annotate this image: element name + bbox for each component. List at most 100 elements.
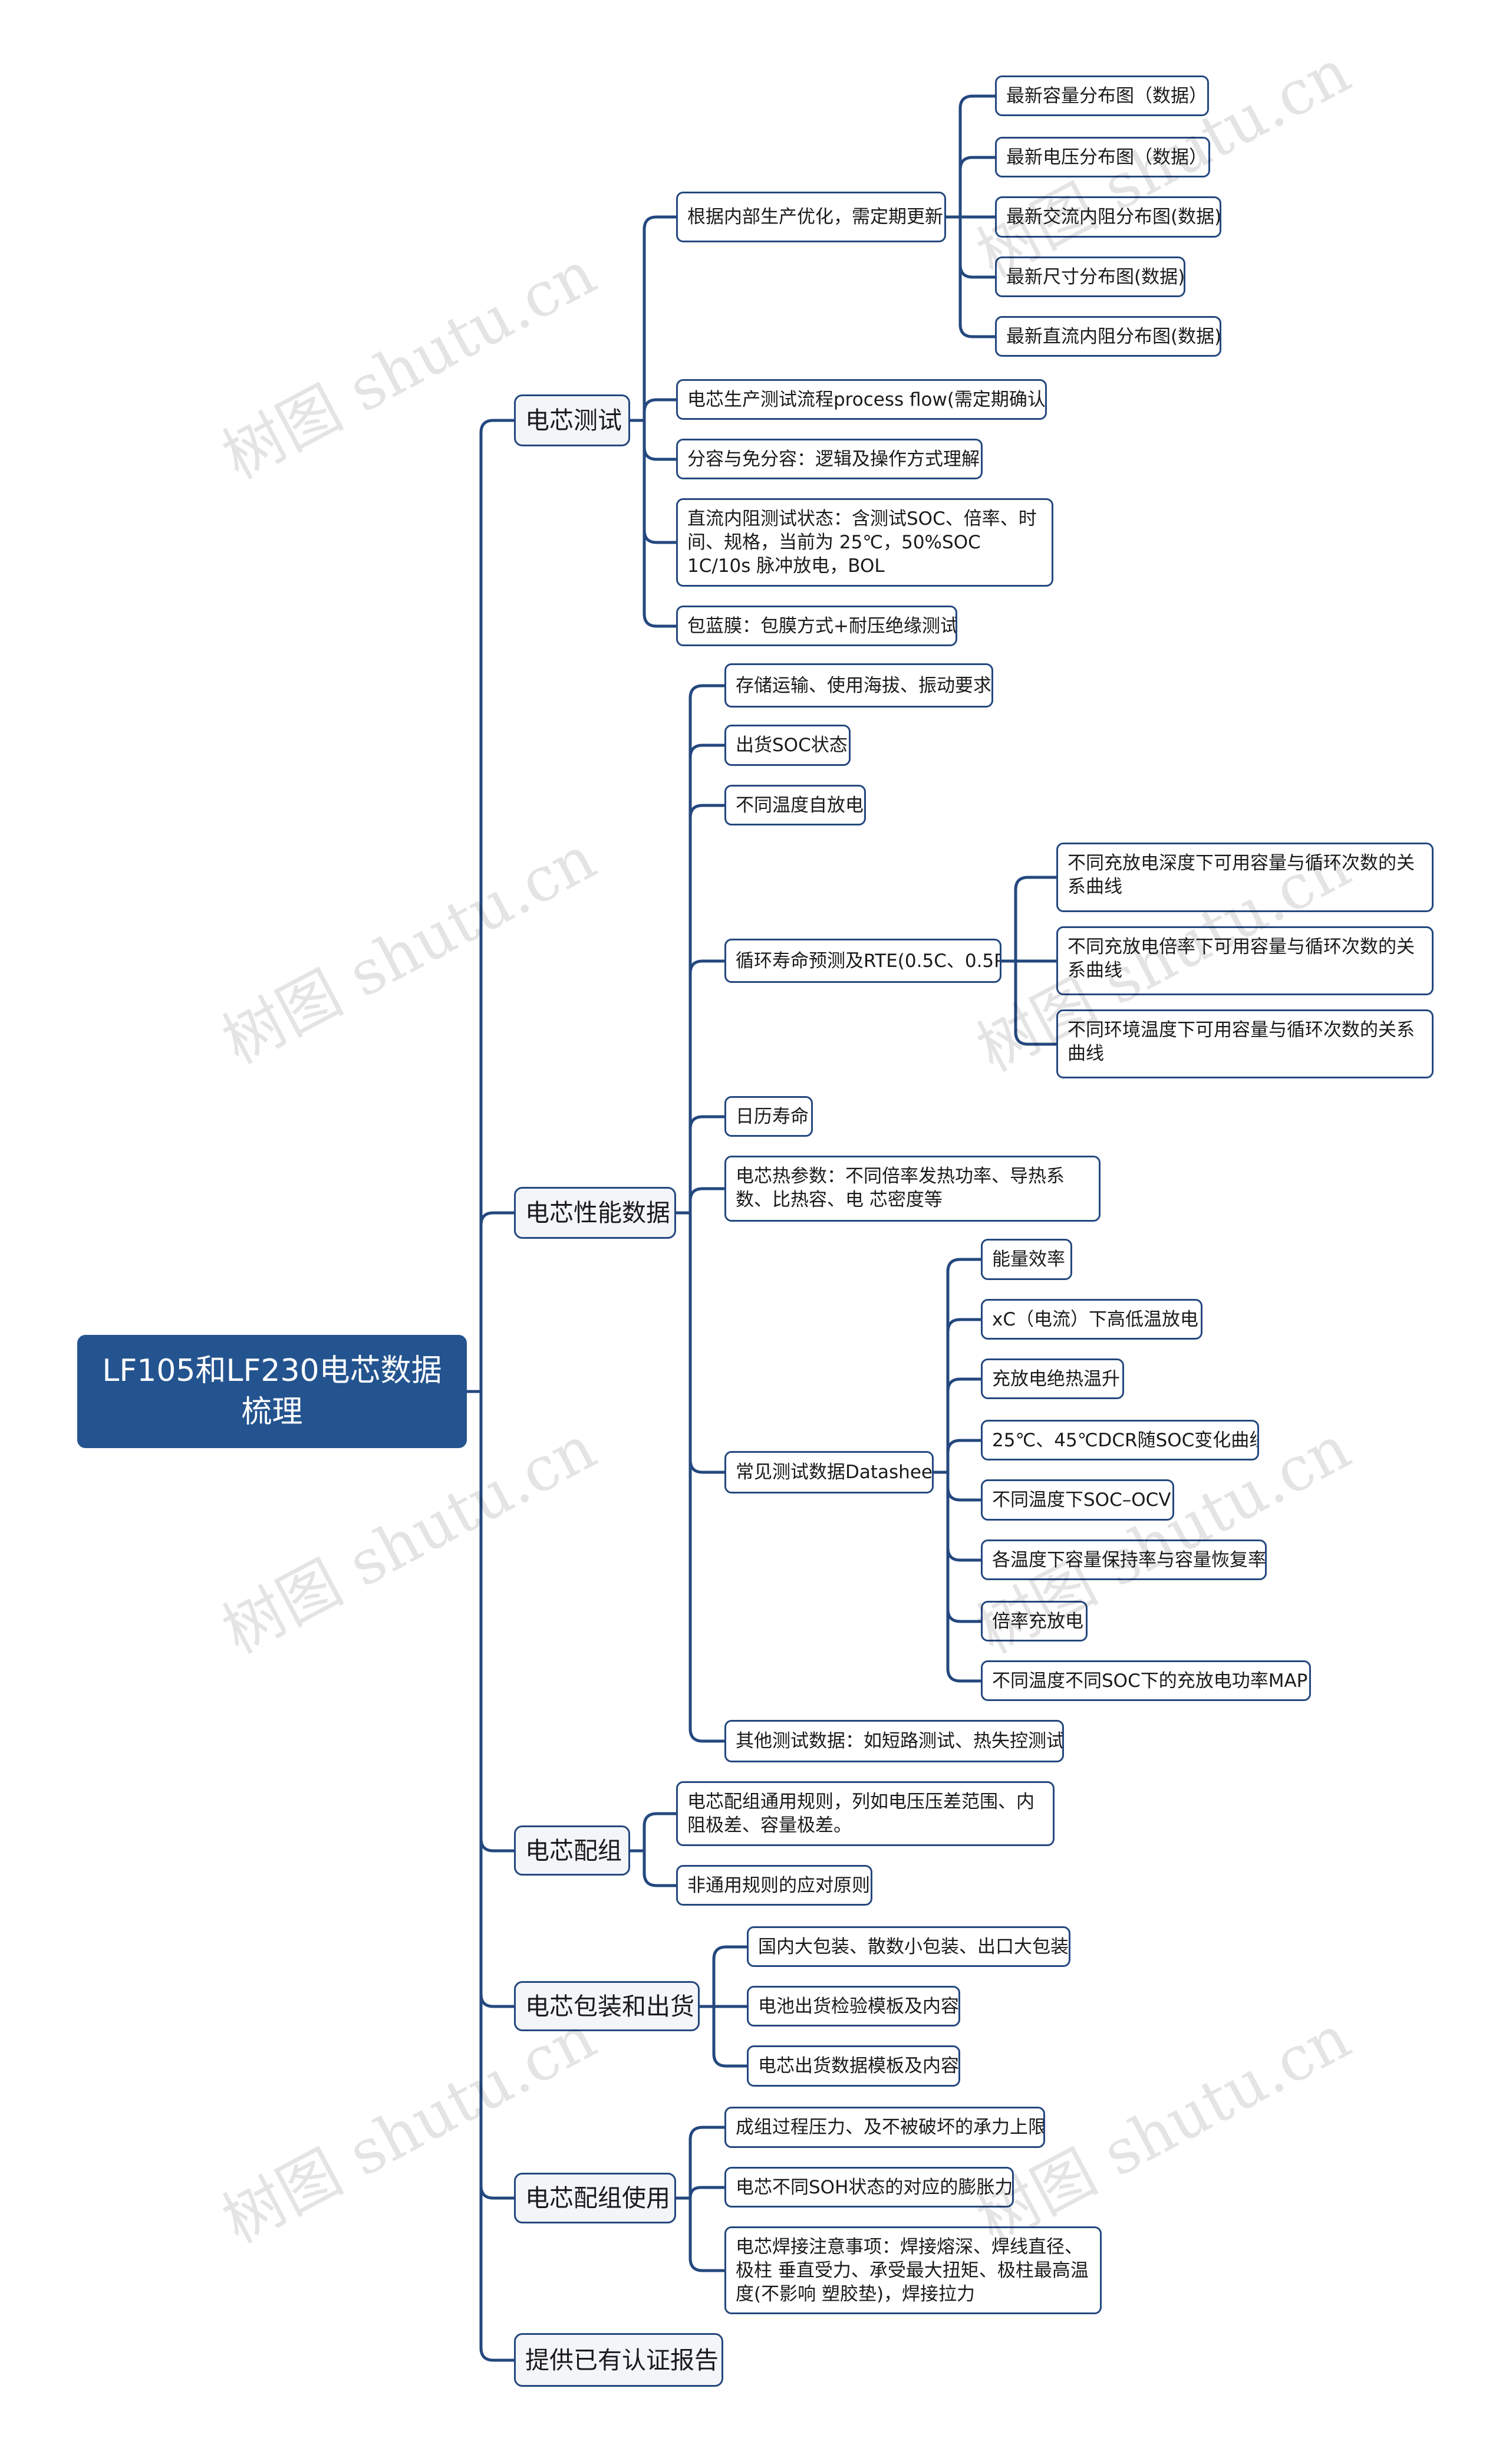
topic-node[interactable]: 电芯热参数：不同倍率发热功率、导热系数、比热容、电 芯密度等 bbox=[724, 1156, 1101, 1222]
topic-node[interactable]: 不同温度自放电 bbox=[724, 785, 866, 825]
connector-line bbox=[479, 1391, 514, 2362]
connector-line bbox=[643, 420, 676, 461]
topic-node[interactable]: xC（电流）下高低温放电 bbox=[981, 1299, 1202, 1340]
connector-line bbox=[688, 2198, 724, 2272]
topic-node[interactable]: 各温度下容量保持率与容量恢复率 bbox=[981, 1539, 1267, 1580]
topic-node[interactable]: 不同温度下SOC–OCV bbox=[981, 1479, 1174, 1521]
topic-node[interactable]: 包蓝膜：包膜方式+耐压绝缘测试 bbox=[676, 606, 957, 646]
topic-node[interactable]: 根据内部生产优化，需定期更新 bbox=[676, 192, 946, 242]
node-label: 充放电绝热温升 bbox=[992, 1368, 1120, 1390]
node-label: 电芯热参数：不同倍率发热功率、导热系数、比热容、电 芯密度等 bbox=[736, 1166, 1065, 1210]
topic-node[interactable]: 25℃、45℃DCR随SOC变化曲线 bbox=[981, 1420, 1259, 1460]
node-label: 根据内部生产优化，需定期更新 bbox=[687, 206, 943, 228]
topic-node[interactable]: 电池出货检验模板及内容 bbox=[747, 1986, 960, 2027]
node-label: 其他测试数据：如短路测试、热失控测试 bbox=[736, 1731, 1064, 1752]
connector-line bbox=[479, 1211, 514, 1391]
connector-line bbox=[643, 398, 676, 420]
topic-node[interactable]: 不同环境温度下可用容量与循环次数的关系曲线 bbox=[1056, 1009, 1434, 1078]
connector-line bbox=[958, 217, 995, 279]
topic-node[interactable]: 最新交流内阻分布图(数据) bbox=[995, 196, 1221, 238]
node-label: 电芯配组使用 bbox=[525, 2184, 670, 2212]
root-topic[interactable]: LF105和LF230电芯数据梳理 bbox=[77, 1335, 467, 1448]
topic-node[interactable]: 最新直流内阻分布图(数据) bbox=[995, 316, 1221, 357]
node-label: 分容与免分容：逻辑及操作方式理解 bbox=[687, 448, 980, 470]
node-label: 日历寿命 bbox=[736, 1106, 809, 1127]
topic-node[interactable]: 国内大包装、散数小包装、出口大包装 bbox=[747, 1926, 1070, 1967]
connector-line bbox=[643, 420, 676, 628]
topic-node[interactable]: 电芯焊接注意事项：焊接熔深、焊线直径、极柱 垂直受力、承受最大扭矩、极柱最高温度… bbox=[724, 2226, 1102, 2314]
topic-node[interactable]: 倍率充放电 bbox=[981, 1601, 1088, 1641]
connector-line bbox=[946, 1472, 981, 1623]
topic-node[interactable]: 存储运输、使用海拔、振动要求 bbox=[724, 663, 993, 708]
topic-node[interactable]: 能量效率 bbox=[981, 1239, 1072, 1280]
connector-line bbox=[479, 1391, 514, 2008]
node-label: 最新电压分布图（数据） bbox=[1006, 146, 1207, 168]
topic-node[interactable]: 非通用规则的应对原则 bbox=[676, 1865, 872, 1906]
node-label: 电芯测试 bbox=[525, 406, 622, 435]
topic-node[interactable]: 最新容量分布图（数据） bbox=[995, 75, 1209, 116]
connector-line bbox=[688, 684, 724, 1213]
node-label: 包蓝膜：包膜方式+耐压绝缘测试 bbox=[687, 615, 957, 637]
branch-topic[interactable]: 电芯测试 bbox=[514, 394, 630, 446]
topic-node[interactable]: 不同充放电倍率下可用容量与循环次数的关系曲线 bbox=[1056, 926, 1434, 995]
connector-line bbox=[688, 1115, 724, 1213]
connector-line bbox=[643, 1851, 676, 1887]
connector-line bbox=[688, 1187, 724, 1213]
node-label: 能量效率 bbox=[992, 1249, 1065, 1270]
connector-line bbox=[946, 1318, 981, 1472]
branch-topic[interactable]: 电芯包装和出货 bbox=[514, 1981, 700, 2031]
topic-node[interactable]: 充放电绝热温升 bbox=[981, 1358, 1124, 1399]
topic-node[interactable]: 电芯出货数据模板及内容 bbox=[747, 2045, 960, 2087]
connector-line bbox=[946, 1472, 981, 1683]
connector-line bbox=[1014, 876, 1056, 961]
topic-node[interactable]: 日历寿命 bbox=[724, 1096, 813, 1137]
topic-node[interactable]: 直流内阻测试状态：含测试SOC、倍率、时间、规格，当前为 25℃，50%SOC … bbox=[676, 498, 1053, 587]
topic-node[interactable]: 不同充放电深度下可用容量与循环次数的关系曲线 bbox=[1056, 843, 1434, 912]
node-label: 成组过程压力、及不被破坏的承力上限 bbox=[736, 2117, 1045, 2138]
connector-line bbox=[712, 1945, 747, 2006]
connector-line bbox=[946, 1377, 981, 1472]
branch-topic[interactable]: 提供已有认证报告 bbox=[514, 2333, 723, 2387]
topic-node[interactable]: 不同温度不同SOC下的充放电功率MAP bbox=[981, 1660, 1311, 1701]
topic-node[interactable]: 电芯配组通用规则，列如电压压差范围、内阻极差、容量极差。 bbox=[676, 1781, 1055, 1846]
branch-topic[interactable]: 电芯性能数据 bbox=[514, 1187, 676, 1239]
node-label: 不同充放电倍率下可用容量与循环次数的关系曲线 bbox=[1067, 936, 1415, 981]
branch-topic[interactable]: 电芯配组 bbox=[514, 1825, 630, 1876]
topic-node[interactable]: 常见测试数据Datasheet bbox=[724, 1451, 934, 1493]
node-label: 提供已有认证报告 bbox=[525, 2345, 719, 2374]
branch-topic[interactable]: 电芯配组使用 bbox=[514, 2173, 676, 2223]
node-label: 不同温度自放电 bbox=[736, 794, 864, 816]
connector-line bbox=[688, 2186, 724, 2199]
topic-node[interactable]: 最新电压分布图（数据） bbox=[995, 137, 1210, 177]
connector-line bbox=[643, 215, 676, 420]
node-label: 各温度下容量保持率与容量恢复率 bbox=[992, 1549, 1266, 1571]
topic-node[interactable]: 出货SOC状态 bbox=[724, 725, 851, 766]
topic-node[interactable]: 最新尺寸分布图(数据) bbox=[995, 256, 1185, 297]
connector-line bbox=[479, 1391, 514, 1853]
node-label: 不同温度不同SOC下的充放电功率MAP bbox=[992, 1670, 1308, 1692]
node-label: 25℃、45℃DCR随SOC变化曲线 bbox=[992, 1429, 1259, 1451]
node-label: LF105和LF230电芯数据梳理 bbox=[102, 1353, 442, 1430]
node-label: 常见测试数据Datasheet bbox=[736, 1462, 934, 1483]
node-label: 最新直流内阻分布图(数据) bbox=[1006, 325, 1221, 347]
connector-line bbox=[1014, 961, 1056, 1046]
connector-line bbox=[479, 419, 514, 1391]
topic-node[interactable]: 其他测试数据：如短路测试、热失控测试 bbox=[724, 1720, 1064, 1762]
node-label: 最新交流内阻分布图(数据) bbox=[1006, 206, 1221, 228]
topic-node[interactable]: 电芯不同SOH状态的对应的膨胀力 bbox=[724, 2167, 1014, 2208]
node-label: 存储运输、使用海拔、振动要求 bbox=[736, 675, 991, 696]
connector-line bbox=[643, 420, 676, 544]
connector-line bbox=[688, 1213, 724, 1743]
topic-node[interactable]: 成组过程压力、及不被破坏的承力上限 bbox=[724, 2107, 1045, 2148]
connector-line bbox=[688, 1213, 724, 1474]
node-label: 倍率充放电 bbox=[992, 1610, 1083, 1632]
topic-node[interactable]: 分容与免分容：逻辑及操作方式理解 bbox=[676, 439, 983, 479]
connector-line bbox=[946, 1439, 981, 1472]
connector-line bbox=[688, 2126, 724, 2198]
node-label: 不同环境温度下可用容量与循环次数的关系曲线 bbox=[1067, 1019, 1415, 1064]
node-label: 最新容量分布图（数据） bbox=[1006, 85, 1207, 107]
connector-line bbox=[712, 2006, 747, 2068]
topic-node[interactable]: 电芯生产测试流程process flow(需定期确认) bbox=[676, 379, 1047, 420]
topic-node[interactable]: 循环寿命预测及RTE(0.5C、0.5P) bbox=[724, 939, 1001, 983]
